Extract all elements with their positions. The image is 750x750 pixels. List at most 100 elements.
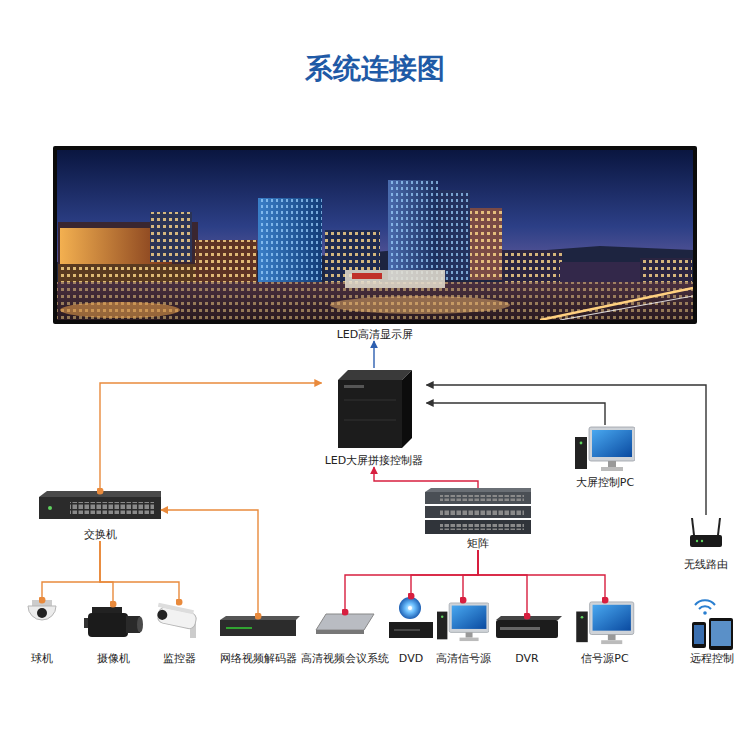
device-label: DVD <box>387 652 435 665</box>
splicing-controller: LED大屏拼接控制器 <box>322 368 427 467</box>
connector-line <box>100 383 322 491</box>
controller-box <box>338 370 412 380</box>
device-label-text: LED大屏拼接控制器 <box>325 454 424 467</box>
monitor-camera: 监控器 <box>155 602 203 665</box>
bullet-camera-icon <box>155 603 198 630</box>
device-label-text: 信号源PC <box>581 652 628 665</box>
device-label: 摄像机 <box>84 652 142 665</box>
led-screen-picture <box>345 270 445 288</box>
decoder-icon <box>220 620 296 636</box>
connector-line <box>478 550 605 600</box>
icon-area <box>433 600 494 652</box>
device-label: DVR <box>495 652 559 665</box>
dvr-icon <box>496 616 562 620</box>
network-switch: 交换机 <box>39 491 161 541</box>
pc-icons <box>437 603 489 641</box>
icon-area <box>573 425 638 476</box>
connector-line <box>478 550 527 616</box>
led-screen-picture <box>470 208 502 280</box>
led-screen-picture <box>502 250 562 285</box>
connectors <box>42 341 706 616</box>
icon-area <box>39 491 161 528</box>
led-screen-picture <box>150 212 192 262</box>
icon-area <box>26 600 58 652</box>
switch-device <box>70 502 154 514</box>
decoder-icon <box>226 627 252 629</box>
led-screen-picture <box>502 250 562 285</box>
hd-source: 高清信号源 <box>433 600 494 665</box>
conference-icon <box>316 614 374 630</box>
switch-device <box>48 506 52 510</box>
decoder-icon <box>220 616 300 620</box>
device-label-text: DVR <box>515 652 538 665</box>
video-matrix: 矩阵 <box>425 488 531 550</box>
bullet-camera-icon <box>156 609 168 621</box>
video-decoder: 网络视频解码器 <box>217 616 300 665</box>
led-screen-picture <box>57 180 693 320</box>
device-label-text: 交换机 <box>84 528 117 541</box>
switch-device <box>39 491 161 497</box>
device-label: 远程控制 <box>687 652 737 665</box>
device-label: 监控器 <box>155 652 203 665</box>
source-pc: 信号源PC <box>575 600 635 665</box>
dvd-icon <box>389 622 433 638</box>
matrix-device <box>425 492 531 504</box>
remote-devices <box>694 625 704 644</box>
router-icon <box>701 540 703 542</box>
camcorder: 摄像机 <box>84 604 142 665</box>
icon-area <box>425 488 531 537</box>
router-icon <box>696 540 698 542</box>
controller-box <box>344 420 396 421</box>
led-screen-picture <box>258 198 322 283</box>
controller-box <box>344 400 396 401</box>
device-label: 球机 <box>26 652 58 665</box>
connector-line <box>427 385 707 515</box>
led-screen-picture <box>470 208 502 280</box>
remote-devices <box>692 622 706 648</box>
dvd-icon <box>394 629 420 631</box>
led-screen-picture <box>388 180 438 280</box>
led-screen-picture <box>53 146 697 324</box>
connector-line <box>42 541 100 600</box>
remote-devices <box>699 606 711 609</box>
controller-box <box>402 370 412 448</box>
connector-line <box>345 550 478 612</box>
dome-camera-icon <box>37 608 47 618</box>
matrix-device <box>425 488 531 492</box>
controller-box <box>338 380 402 448</box>
connector-line <box>100 541 179 602</box>
device-label-text: 监控器 <box>163 652 196 665</box>
icon-area <box>54 148 696 328</box>
device-label-text: 球机 <box>31 652 53 665</box>
led-screen-picture <box>438 190 470 280</box>
matrix-device <box>440 509 524 515</box>
dvd-player: DVD <box>387 596 435 665</box>
dome-camera-icon <box>28 600 56 620</box>
led-screen-picture <box>150 212 192 262</box>
matrix-device <box>425 506 531 518</box>
matrix-device <box>440 495 524 501</box>
device-label-text: LED高清显示屏 <box>337 328 414 341</box>
device-label-text: 摄像机 <box>97 652 130 665</box>
led-screen-picture <box>540 288 693 320</box>
device-label: 无线路由 <box>681 558 731 571</box>
conference-icon <box>316 630 364 634</box>
remote-devices <box>711 621 731 646</box>
dvd-icon <box>408 606 412 610</box>
connector-line <box>411 550 478 596</box>
device-label-text: 高清视频会议系统 <box>301 652 389 665</box>
device-label-text: 无线路由 <box>684 558 728 571</box>
icon-area <box>84 604 142 652</box>
diagram-title: 系统连接图 <box>0 52 750 86</box>
connector-line <box>100 541 113 604</box>
dvr-recorder: DVR <box>495 616 559 665</box>
dvd-icon <box>399 597 421 619</box>
device-label-text: 矩阵 <box>467 537 489 550</box>
router-icon <box>690 518 722 547</box>
device-label: 高清信号源 <box>433 652 494 665</box>
icon-area <box>687 598 737 652</box>
dome-camera: 球机 <box>26 600 58 665</box>
connector-line <box>427 403 606 425</box>
